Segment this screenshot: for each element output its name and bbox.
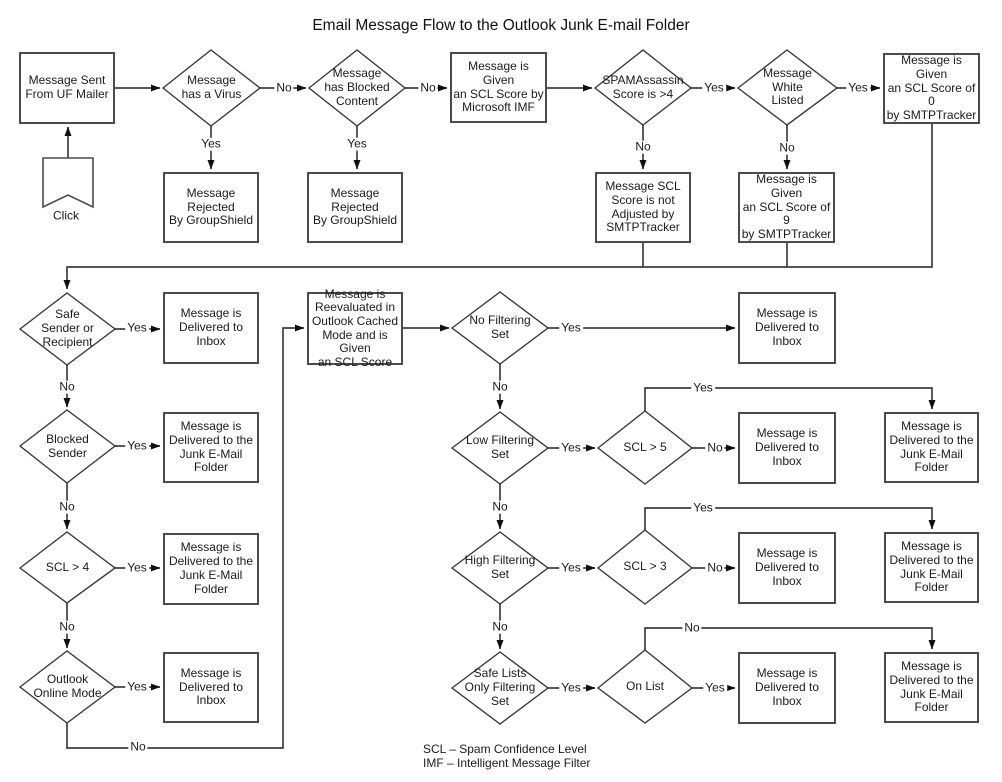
node-message-sent: Message Sent From UF Mailer xyxy=(19,52,115,124)
node-junk-sclgt3: Message is Delivered to the Junk E-Mail … xyxy=(884,532,979,603)
node-scl-score-9: Message is Given an SCL Score of 9 by SM… xyxy=(738,172,835,243)
edge-label-spam-yes: Yes xyxy=(702,80,726,95)
edge-label-nofilter-no: No xyxy=(490,379,510,394)
node-scl-score-imf: Message is Given an SCL Score by Microso… xyxy=(450,52,547,123)
label-safe-lists-only: Safe Lists Only Filtering Set xyxy=(464,666,536,708)
label-white-listed: Message White Listed xyxy=(763,65,812,108)
label-blocked-sender: Blocked Sender xyxy=(46,431,89,460)
edge-label-highfilter-yes: Yes xyxy=(559,560,583,575)
edge-label-outlook-no: No xyxy=(128,739,148,754)
page-title: Email Message Flow to the Outlook Junk E… xyxy=(312,17,690,34)
node-inbox-outlook: Message is Delivered to Inbox xyxy=(163,652,259,723)
node-scl-not-adjusted: Message SCL Score is not Adjusted by SMT… xyxy=(595,172,691,243)
edge-label-safe-no: No xyxy=(57,379,77,394)
label-scl-gt5: SCL > 5 xyxy=(623,439,667,454)
edge-label-bsender-yes: Yes xyxy=(125,438,149,453)
diamond-low-filtering xyxy=(450,411,550,485)
edge-label-safe-yes: Yes xyxy=(125,320,149,335)
click-banner-shape xyxy=(42,157,94,209)
node-reevaluated: Message is Reevaluated in Outlook Cached… xyxy=(307,287,403,368)
label-scl-gt4: SCL > 4 xyxy=(45,559,90,574)
edge-label-white-no: No xyxy=(777,140,797,155)
edge-label-blockedc-no: No xyxy=(418,80,438,95)
edge-label-scl4-no: No xyxy=(57,619,77,634)
label-no-filtering: No Filtering Set xyxy=(469,313,531,341)
node-junk-sclgt4: Message is Delivered to the Junk E-Mail … xyxy=(163,533,259,605)
edge-label-virus-yes: Yes xyxy=(199,136,223,151)
edge-label-outlook-yes: Yes xyxy=(125,679,149,694)
label-low-filtering: Low Filtering Set xyxy=(465,433,535,461)
diamond-scl-gt5 xyxy=(596,410,694,485)
edge-label-white-yes: Yes xyxy=(846,80,870,95)
node-junk-onlist: Message is Delivered to the Junk E-Mail … xyxy=(884,652,979,723)
diamond-has-virus xyxy=(161,49,262,127)
diamond-on-list xyxy=(596,649,694,724)
node-inbox-nofiltering: Message is Delivered to Inbox xyxy=(738,292,836,364)
edge-label-scl4-yes: Yes xyxy=(125,560,149,575)
node-junk-sclgt5: Message is Delivered to the Junk E-Mail … xyxy=(884,412,979,483)
node-inbox-onlist: Message is Delivered to Inbox xyxy=(738,652,836,724)
diamond-blocked-sender xyxy=(18,409,117,484)
diamond-safe-sender xyxy=(18,292,117,366)
edge-label-scl5-no: No xyxy=(705,440,725,455)
label-spamassassin: SPAMAssassin Score is >4 xyxy=(602,72,684,101)
node-inbox-sclgt3: Message is Delivered to Inbox xyxy=(738,532,836,604)
edge-label-onlist-yes: Yes xyxy=(703,680,727,695)
diamond-scl-gt3 xyxy=(596,529,694,605)
node-inbox-safesender: Message is Delivered to Inbox xyxy=(163,292,259,364)
diamond-outlook-online-mode xyxy=(18,650,117,724)
label-outlook-online: Outlook Online Mode xyxy=(33,672,102,700)
edge-label-lowfilter-no: No xyxy=(490,499,510,514)
edge-label-nofilter-yes: Yes xyxy=(559,320,583,335)
node-inbox-sclgt5: Message is Delivered to Inbox xyxy=(738,412,836,484)
edge-label-spam-no: No xyxy=(633,139,653,154)
edge-label-bsender-no: No xyxy=(57,499,77,514)
label-high-filtering: High Filtering Set xyxy=(464,553,536,581)
diamond-high-filtering xyxy=(450,531,550,605)
node-rejected-groupshield-2: Message Rejected By GroupShield xyxy=(307,172,403,243)
diamond-has-blocked-content xyxy=(307,49,407,127)
label-has-virus: Message has a Virus xyxy=(181,73,242,101)
diamond-spamassassin-score xyxy=(593,49,693,126)
node-rejected-groupshield-1: Message Rejected By GroupShield xyxy=(163,172,259,243)
edge-outlook-no-loop xyxy=(66,324,305,749)
edge-label-scl5-yes: Yes xyxy=(691,380,715,395)
label-has-blocked-content: Message has Blocked Content xyxy=(324,66,390,108)
diamond-no-filtering xyxy=(450,291,550,365)
edge-sclgt5-yes xyxy=(644,387,936,411)
label-scl-gt3: SCL > 3 xyxy=(623,559,667,574)
legend: SCL – Spam Confidence Level IMF – Intell… xyxy=(423,742,591,771)
edge-collector-to-safesender xyxy=(63,124,933,290)
node-junk-blockedsender: Message is Delivered to the Junk E-Mail … xyxy=(163,412,259,483)
edge-label-scl3-yes: Yes xyxy=(691,500,715,515)
edge-sclgt3-yes xyxy=(644,507,936,530)
label-on-list: On List xyxy=(625,678,664,693)
label-safe-sender: Safe Sender or Recipient xyxy=(41,307,94,349)
edge-label-safelists-yes: Yes xyxy=(559,680,583,695)
diamond-white-listed xyxy=(736,49,839,126)
node-scl-score-0: Message is Given an SCL Score of 0 by SM… xyxy=(883,53,980,124)
diamond-scl-gt4 xyxy=(18,531,117,604)
edge-label-scl3-no: No xyxy=(705,560,725,575)
edge-label-onlist-no: No xyxy=(682,620,702,635)
label-click: Click xyxy=(51,208,81,223)
edge-label-virus-no: No xyxy=(274,80,294,95)
edge-onlist-no xyxy=(644,627,936,650)
diamond-safe-lists-only xyxy=(450,651,550,725)
edge-label-lowfilter-yes: Yes xyxy=(559,440,583,455)
edge-label-blockedc-yes: Yes xyxy=(345,136,369,151)
edge-label-highfilter-no: No xyxy=(490,619,510,634)
